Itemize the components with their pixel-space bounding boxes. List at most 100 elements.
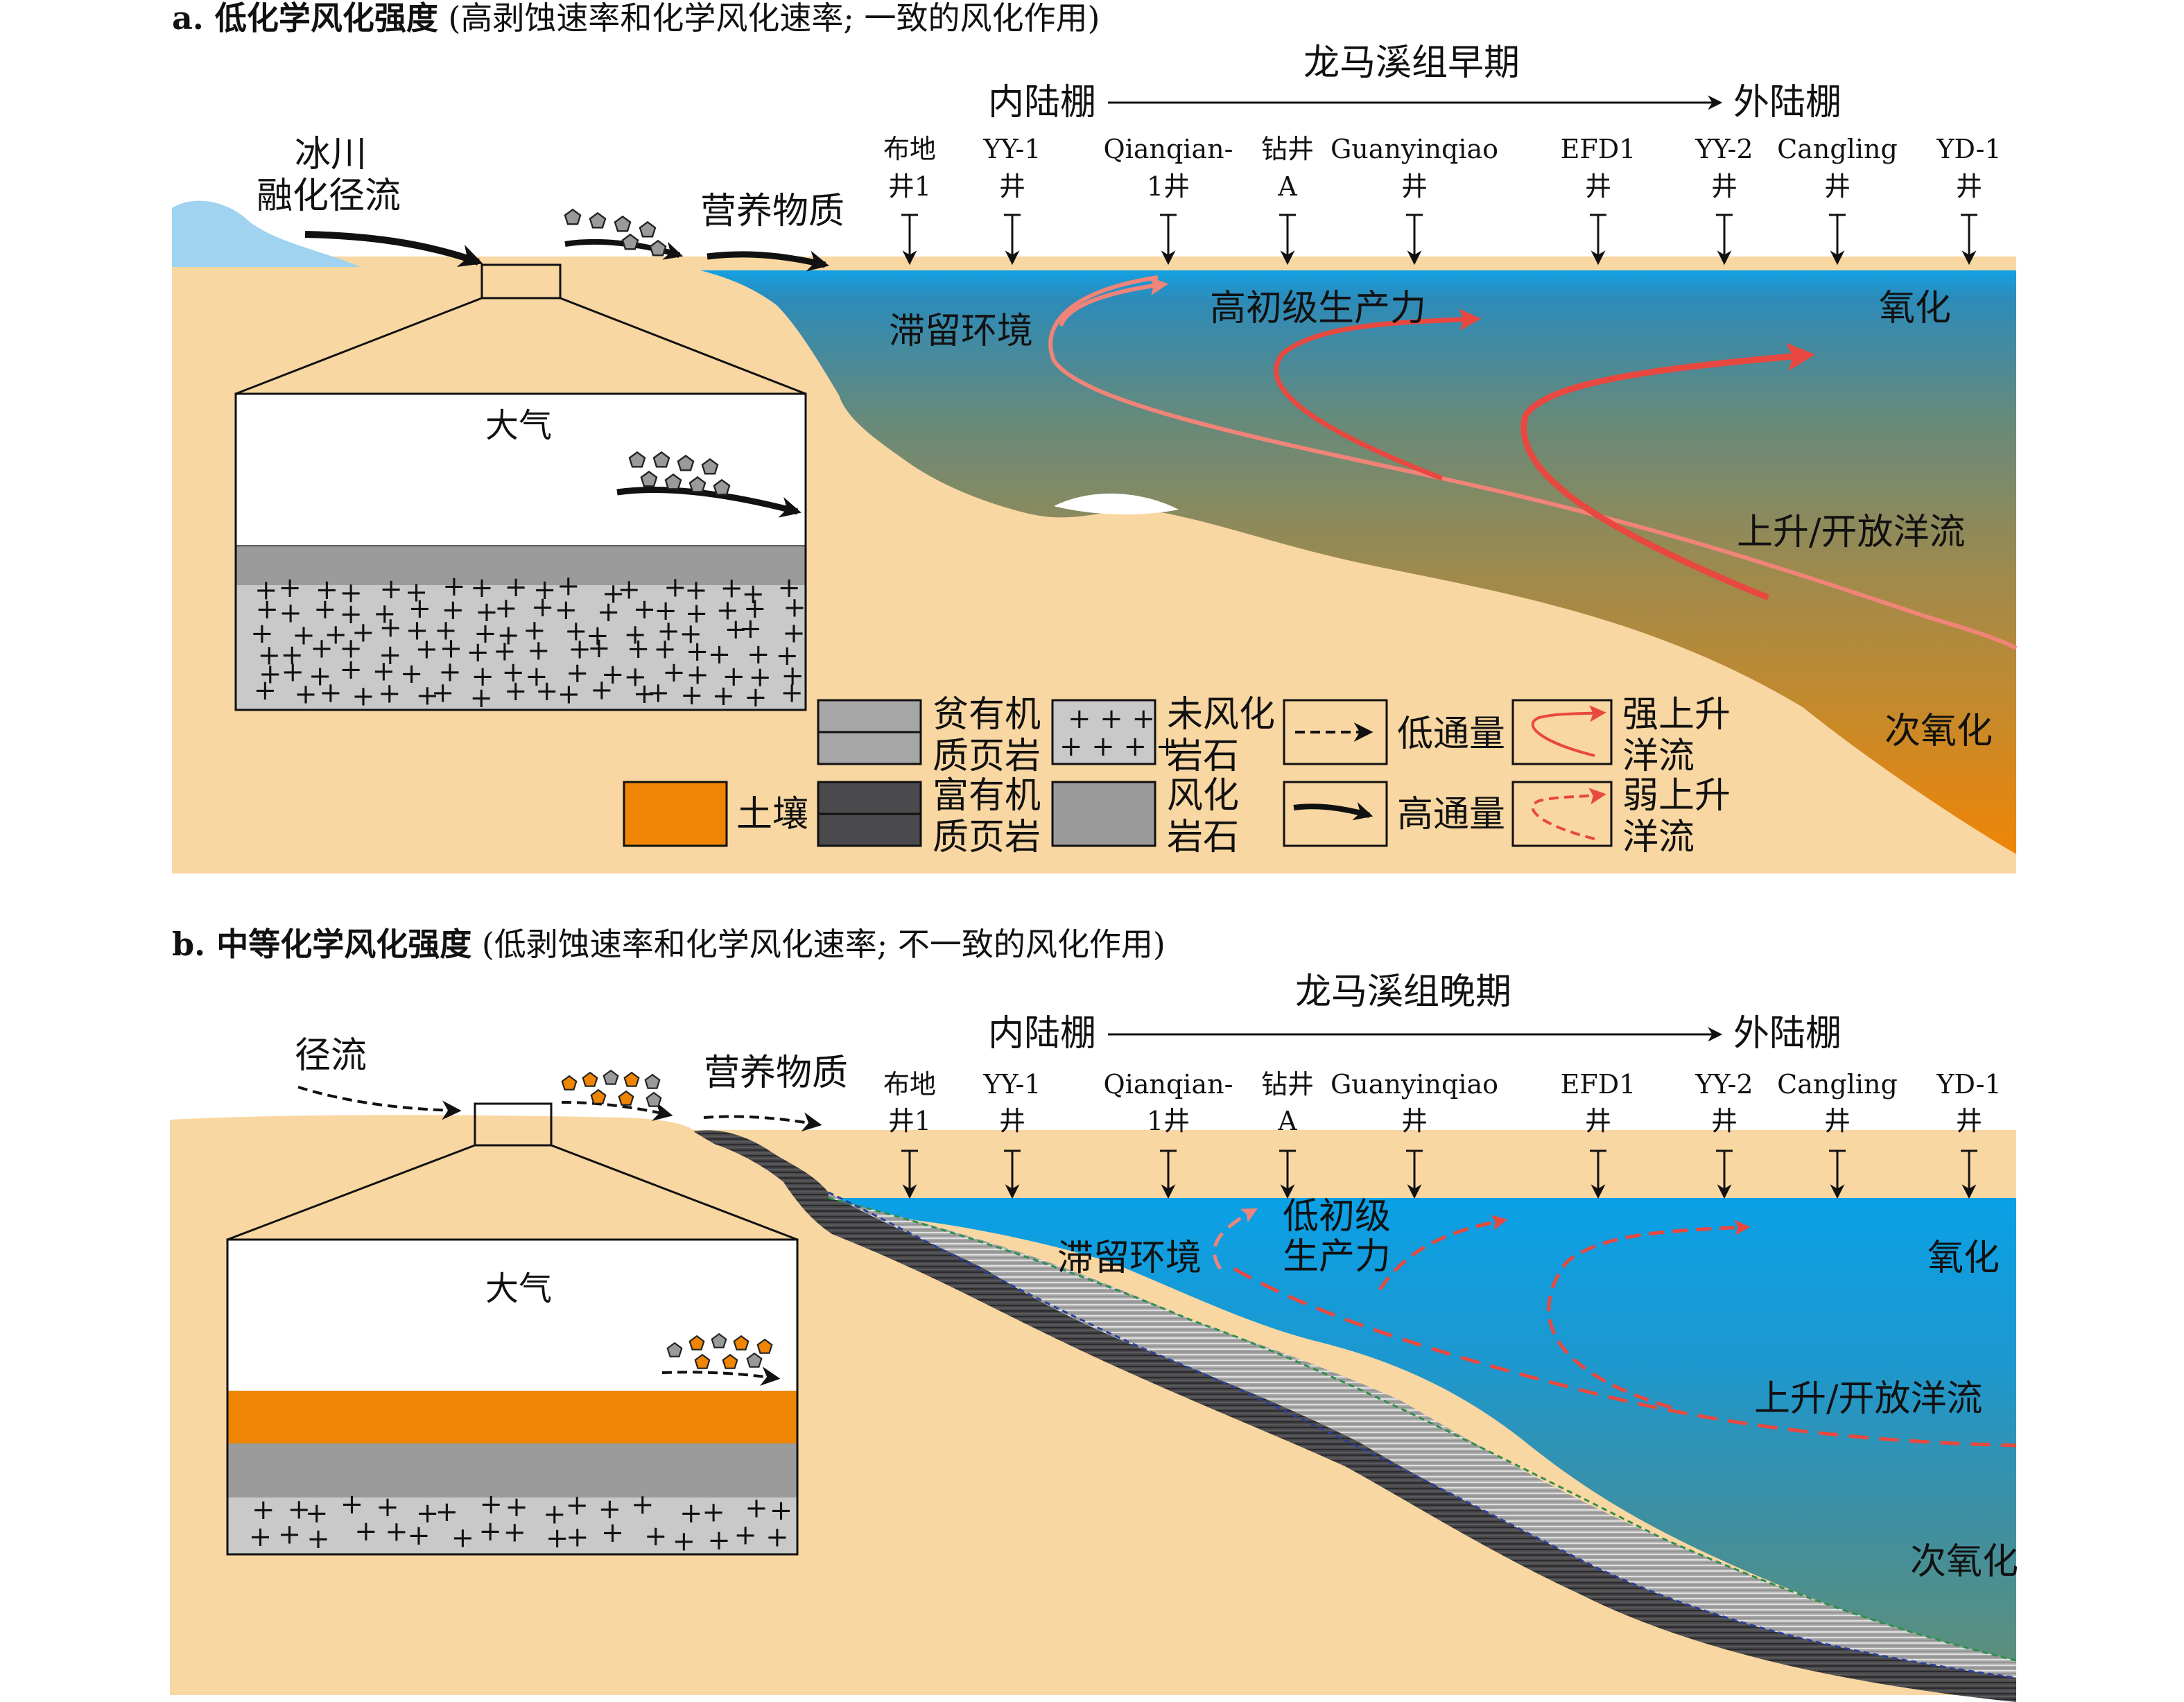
plus-mark: + [708, 639, 731, 670]
plus-mark: + [502, 657, 526, 688]
plus-mark: + [623, 661, 647, 693]
plus-mark: + [525, 661, 548, 693]
well-name-line2: 井 [1824, 1106, 1851, 1136]
plus-mark: + [442, 571, 466, 602]
panel-a-well-9: YD-1井 [1936, 134, 2002, 266]
plus-mark: + [305, 1497, 329, 1529]
plus-mark: + [497, 619, 521, 651]
panel-b-inset-sky [227, 1240, 797, 1391]
panel-b-well-7: YY-2井 [1695, 1069, 1753, 1199]
plus-mark: + [679, 618, 702, 650]
well-name-line2: A [1277, 1106, 1297, 1136]
legend-weathered: 风化 岩石 [1051, 775, 1239, 858]
well-name-line2: 井 [1956, 171, 1982, 202]
legend-unweathered-label-2: 岩石 [1167, 736, 1239, 777]
panel-a-well-2: YY-1井 [982, 134, 1041, 266]
plus-mark: + [494, 593, 518, 625]
panel-a-sediment-arrow [564, 238, 684, 260]
legend-poor-shale: 贫有机 质页岩 [817, 694, 1041, 777]
legend-plus-icon-1: + + + [1068, 703, 1155, 735]
plus-mark: + [339, 632, 363, 664]
well-name-line1: Guanyinqiao [1331, 1069, 1498, 1100]
well-name-line2: 井1 [888, 171, 931, 202]
legend-weak-upwelling-label-1: 弱上升 [1622, 775, 1731, 817]
plus-mark: + [601, 1517, 625, 1549]
well-name-line1: YY-2 [1695, 134, 1753, 164]
plus-mark: + [783, 592, 806, 624]
well-name-line1: 布地 [883, 1069, 936, 1100]
panel-a-land-top [172, 262, 818, 277]
plus-mark: + [292, 620, 315, 652]
panel-a-nutrients-label: 营养物质 [700, 191, 844, 232]
panel-b-productivity-label-2: 生产力 [1283, 1236, 1391, 1278]
plus-mark: + [257, 639, 281, 671]
plus-mark: + [315, 574, 339, 606]
plus-mark: + [408, 593, 432, 625]
plus-mark: + [775, 640, 799, 672]
legend-soil-label: 土壤 [736, 794, 808, 835]
plus-mark: + [627, 633, 650, 665]
panel-a-nutrients-arrow [707, 250, 829, 272]
plus-mark: + [415, 634, 439, 666]
panel-a-sea [700, 270, 2016, 854]
panel-b-green-boundary [828, 1197, 2017, 1662]
panel-b-upwelling-arrow-1 [1213, 1208, 1258, 1270]
panel-b-runoff-label: 径流 [295, 1035, 367, 1077]
plus-mark: + [306, 1523, 330, 1555]
plus-mark: + [407, 1520, 431, 1552]
legend: 贫有机 质页岩 富有机 质页岩 + + + + + + + 未风化 岩石 风化 … [623, 694, 1731, 858]
plus-mark: + [527, 635, 551, 667]
plus-mark: + [662, 657, 686, 688]
plus-mark: + [469, 682, 493, 714]
legend-unweathered-label-1: 未风化 [1167, 694, 1275, 736]
panel-a-well-4: 钻井A [1261, 134, 1314, 266]
plus-mark: + [707, 1525, 731, 1556]
plus-mark: + [722, 661, 746, 693]
well-name-line2: 井 [999, 1106, 1025, 1136]
panel-b-nutrients-arrow [703, 1112, 822, 1132]
legend-strong-upwelling-label-1: 强上升 [1622, 694, 1731, 736]
panel-b-well-2: YY-1井 [982, 1069, 1041, 1199]
well-name-line2: 井 [1585, 1106, 1611, 1136]
plus-mark: + [405, 576, 428, 608]
plus-mark: + [354, 1516, 378, 1547]
plus-mark: + [379, 573, 403, 605]
legend-low-flux: 低通量 [1283, 699, 1505, 765]
plus-mark: + [557, 571, 580, 602]
well-name-line1: 布地 [883, 134, 936, 164]
well-name-line2: 1井 [1147, 171, 1190, 202]
panel-a-glacier-label-2: 融化径流 [257, 175, 401, 217]
plus-mark: + [471, 661, 494, 693]
panel-b-title-rest: (低剥蚀速率和化学风化速率; 不一致的风化作用) [471, 926, 1165, 963]
panel-a-mid-upwelling [1274, 309, 1482, 481]
panel-a-inset-border [234, 392, 807, 711]
plus-mark: + [777, 572, 801, 604]
legend-weathered-label-1: 风化 [1167, 775, 1239, 817]
plus-mark: + [313, 593, 337, 625]
plus-mark: + [406, 614, 429, 646]
plus-mark: + [535, 675, 559, 707]
well-name-line1: Guanyinqiao [1331, 134, 1498, 164]
well-name-line1: EFD1 [1561, 1069, 1636, 1100]
plus-mark: + [438, 657, 462, 688]
plus-mark: + [319, 677, 343, 709]
well-name-line2: 井 [1711, 1106, 1737, 1136]
plus-mark: + [279, 597, 302, 629]
plus-mark: + [505, 1491, 528, 1523]
panel-b-runoff-arrow [297, 1086, 462, 1120]
plus-mark: + [379, 611, 402, 643]
plus-mark: + [352, 617, 375, 649]
plus-mark: + [451, 1522, 475, 1554]
plus-mark: + [339, 598, 363, 630]
plus-mark: + [281, 656, 304, 688]
plus-mark: + [564, 615, 588, 647]
plus-mark: + [385, 1516, 408, 1548]
panel-b-inset-flux-arrow [661, 1366, 781, 1386]
plus-mark: + [339, 654, 363, 686]
panel-b-title-bold: b. 中等化学风化强度 [172, 926, 471, 963]
plus-mark: + [533, 574, 557, 606]
panel-b: b. 中等化学风化强度 (低剥蚀速率和化学风化速率; 不一致的风化作用) +++… [170, 926, 2018, 1702]
